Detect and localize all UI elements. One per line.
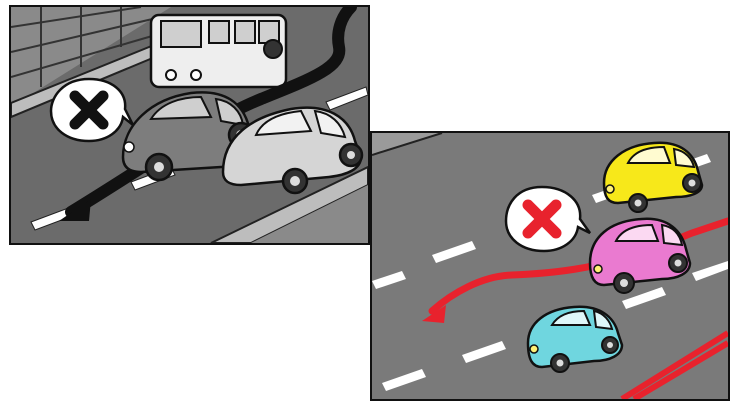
illustration-panel-right xyxy=(370,131,730,401)
left-scene xyxy=(11,7,368,243)
right-scene xyxy=(372,133,728,399)
bus xyxy=(151,15,286,87)
illustration-panel-left xyxy=(9,5,370,245)
